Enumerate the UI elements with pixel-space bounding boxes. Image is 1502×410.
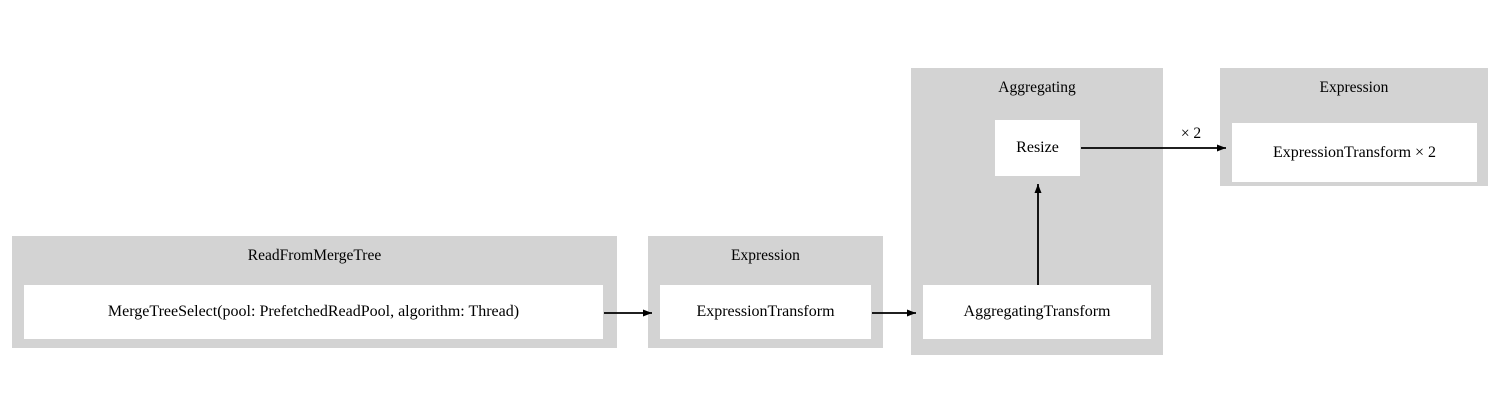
node-merge-tree-select[interactable]: MergeTreeSelect(pool: PrefetchedReadPool…	[24, 285, 603, 339]
node-expression-transform-2[interactable]: ExpressionTransform × 2	[1232, 123, 1477, 182]
cluster-title-read-from-merge-tree: ReadFromMergeTree	[247, 247, 382, 264]
edge-label-resize-to-expr2: × 2	[1180, 125, 1202, 142]
node-aggregating-transform[interactable]: AggregatingTransform	[923, 285, 1151, 339]
cluster-title-aggregating: Aggregating	[998, 79, 1076, 96]
cluster-title-expression-2: Expression	[1319, 79, 1389, 96]
cluster-title-expression-1: Expression	[731, 247, 800, 264]
node-expression-transform-1[interactable]: ExpressionTransform	[660, 285, 871, 339]
node-resize[interactable]: Resize	[995, 120, 1080, 176]
